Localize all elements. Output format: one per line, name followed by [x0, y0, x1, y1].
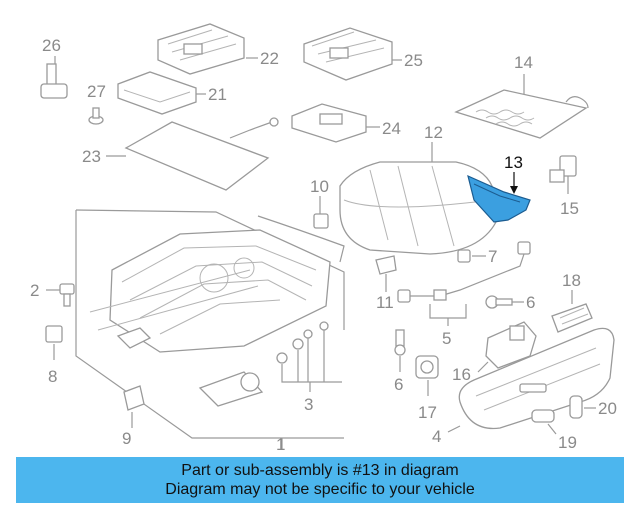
parts-diagram: 26 27 22 25 21 24 23	[30, 23, 617, 454]
callout-11: 11	[376, 293, 394, 312]
part-13-highlighted	[467, 172, 531, 223]
part-27	[88, 107, 104, 125]
part-26	[40, 56, 68, 99]
callout-13: 13	[504, 153, 523, 172]
part-12	[339, 142, 497, 255]
callout-23: 23	[82, 147, 101, 166]
callout-12: 12	[424, 123, 443, 142]
callout-20: 20	[598, 399, 617, 418]
part-1-seat-frame	[75, 209, 345, 450]
part-11	[375, 255, 397, 292]
part-17	[415, 355, 439, 396]
part-18	[551, 290, 593, 333]
part-10	[313, 196, 329, 229]
callout-7: 7	[488, 247, 497, 266]
part-24	[291, 103, 367, 143]
callout-18: 18	[562, 271, 581, 290]
part-7	[457, 249, 486, 263]
part-21	[117, 71, 197, 115]
callout-8: 8	[48, 367, 57, 386]
part-23	[124, 117, 279, 191]
callout-21: 21	[208, 85, 227, 104]
part-9	[123, 385, 145, 428]
banner-line-2: Diagram may not be specific to your vehi…	[165, 481, 475, 498]
part-22	[157, 23, 245, 75]
callout-22: 22	[260, 49, 279, 68]
callout-9: 9	[122, 429, 131, 448]
part-2	[59, 283, 75, 307]
callout-19: 19	[558, 433, 577, 452]
part-3	[276, 321, 342, 392]
part-6-lower	[394, 329, 406, 372]
callout-27: 27	[87, 82, 106, 101]
callout-25: 25	[404, 51, 423, 70]
part-20	[569, 395, 596, 419]
part-8	[45, 325, 63, 360]
callout-17: 17	[418, 403, 437, 422]
part-5	[397, 241, 531, 326]
callout-15: 15	[560, 199, 579, 218]
part-15	[549, 155, 577, 194]
callout-10: 10	[310, 177, 329, 196]
callout-1: 1	[276, 435, 285, 454]
callout-24: 24	[382, 119, 401, 138]
callout-16: 16	[452, 365, 471, 384]
callout-26: 26	[42, 36, 61, 55]
callout-6-lower: 6	[394, 375, 403, 394]
callout-2: 2	[30, 281, 39, 300]
part-14	[454, 74, 589, 139]
part-16	[485, 321, 537, 369]
part-25	[303, 27, 393, 81]
part-6-upper	[485, 295, 513, 309]
callout-6-upper: 6	[526, 293, 535, 312]
callout-4: 4	[432, 427, 441, 446]
info-banner: Part or sub-assembly is #13 in diagram D…	[16, 457, 624, 503]
callout-5: 5	[442, 329, 451, 348]
part-19	[531, 409, 557, 435]
callout-3: 3	[304, 395, 313, 414]
callout-14: 14	[514, 53, 533, 72]
banner-line-1: Part or sub-assembly is #13 in diagram	[181, 462, 459, 479]
